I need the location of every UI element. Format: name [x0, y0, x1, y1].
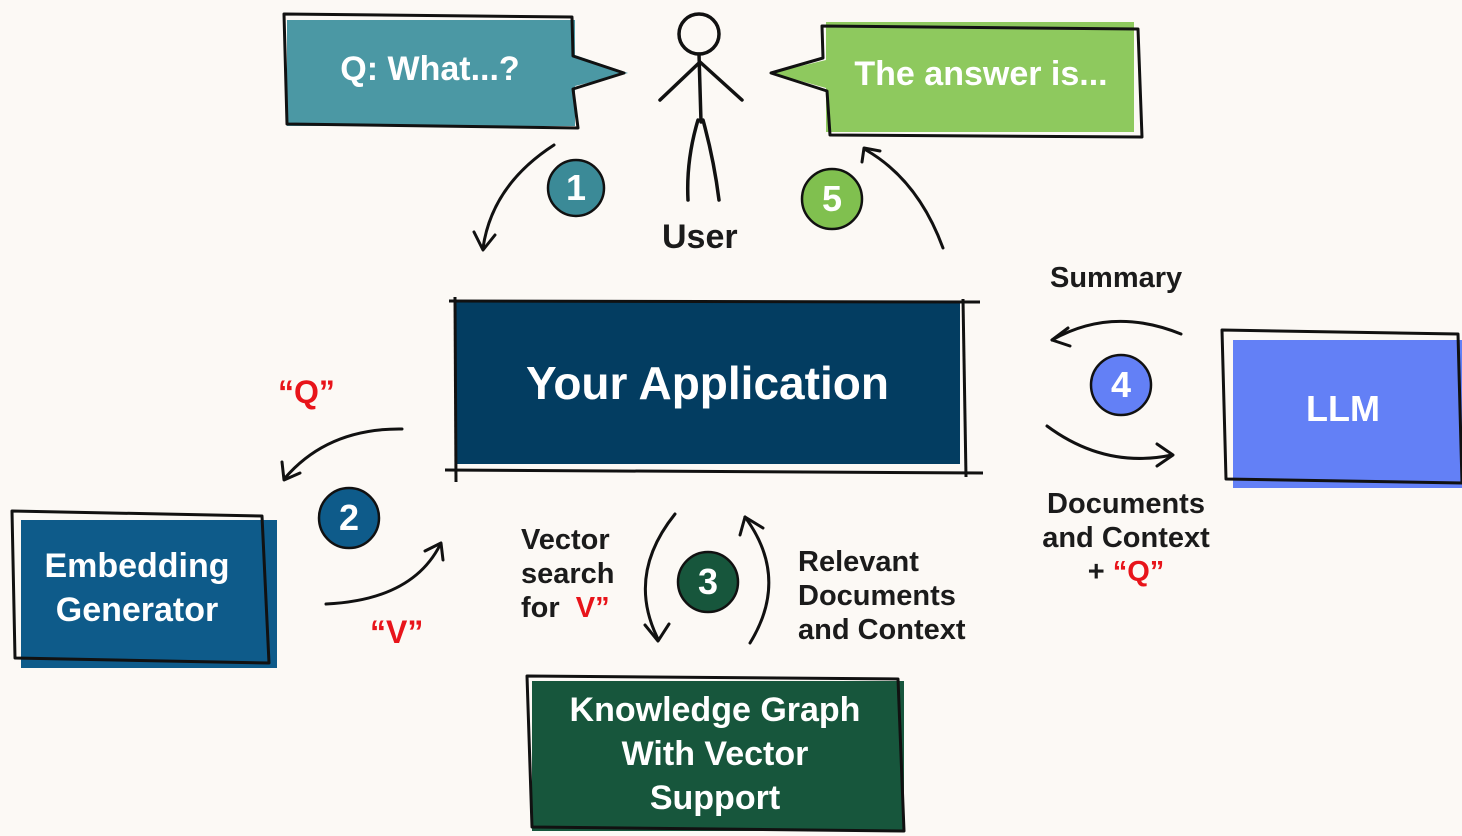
step3-search-arrow [643, 512, 677, 641]
answer-bubble-text: The answer is... [854, 54, 1108, 93]
step3-result-label: Relevant Documents and Context [798, 546, 966, 648]
step3-search-line3: for V” [521, 591, 610, 624]
user-stick-figure-icon [658, 12, 744, 202]
step3-result-line2: Documents [798, 579, 956, 612]
step2-vector-arrow [324, 543, 442, 606]
knowledge-graph-line3: Support [649, 779, 781, 818]
step4-context-line3: + “Q” [1087, 555, 1165, 588]
step3-result-line1: Relevant [798, 546, 919, 578]
embedding-line2: Generator [55, 591, 219, 629]
step1-circle [546, 158, 606, 218]
step3-search-label: Vector search for V” [521, 524, 615, 626]
user-label: User [662, 218, 738, 256]
knowledge-graph-box-shape [525, 674, 906, 833]
step5-circle [800, 167, 864, 231]
embedding-box-shape [10, 509, 277, 668]
step5-number: 5 [821, 178, 843, 219]
step3-search-line2: search [521, 557, 615, 590]
step3-result-arrow [743, 515, 771, 645]
embedding-generator-box: Embedding Generator [21, 520, 253, 656]
knowledge-graph-box: Knowledge Graph With Vector Support [532, 684, 898, 824]
answer-bubble [769, 22, 1144, 139]
step4-context-label: Documents and Context + “Q” [1032, 488, 1220, 590]
step1-number: 1 [565, 167, 587, 208]
step2-circle [317, 486, 381, 550]
step4-summary-arrow [1050, 319, 1183, 342]
step4-summary-label: Summary [1050, 262, 1183, 294]
step2-query-arrow [283, 427, 404, 480]
step4-query-var: “Q” [1112, 555, 1165, 588]
embedding-line1: Embedding [44, 546, 230, 585]
step4-circle [1089, 353, 1153, 417]
step3-vector-var: V” [575, 591, 610, 624]
knowledge-graph-line2: With Vector [621, 734, 809, 773]
step4-context-line2: and Context [1042, 521, 1210, 554]
step2-number: 2 [338, 497, 360, 538]
question-bubble-text: Q: What...? [340, 49, 520, 88]
step3-circle [676, 550, 740, 614]
llm-box-shape [1220, 328, 1462, 488]
step3-number: 3 [697, 561, 719, 602]
step4-number: 4 [1110, 364, 1132, 405]
step1-arrow [481, 143, 556, 250]
step3-result-line3: and Context [798, 613, 966, 646]
step4-context-arrow [1045, 424, 1174, 460]
knowledge-graph-line1: Knowledge Graph [569, 690, 861, 729]
application-box: Your Application [526, 357, 889, 409]
application-box-shape [444, 296, 984, 483]
step4-context-line1: Documents [1047, 488, 1205, 520]
step5-arrow [864, 148, 945, 250]
step2-vector-label: “V” [370, 614, 424, 650]
llm-box: LLM [1306, 388, 1380, 429]
question-bubble [282, 12, 628, 130]
step3-search-line1: Vector [521, 524, 610, 556]
step2-query-label: “Q” [278, 374, 335, 410]
